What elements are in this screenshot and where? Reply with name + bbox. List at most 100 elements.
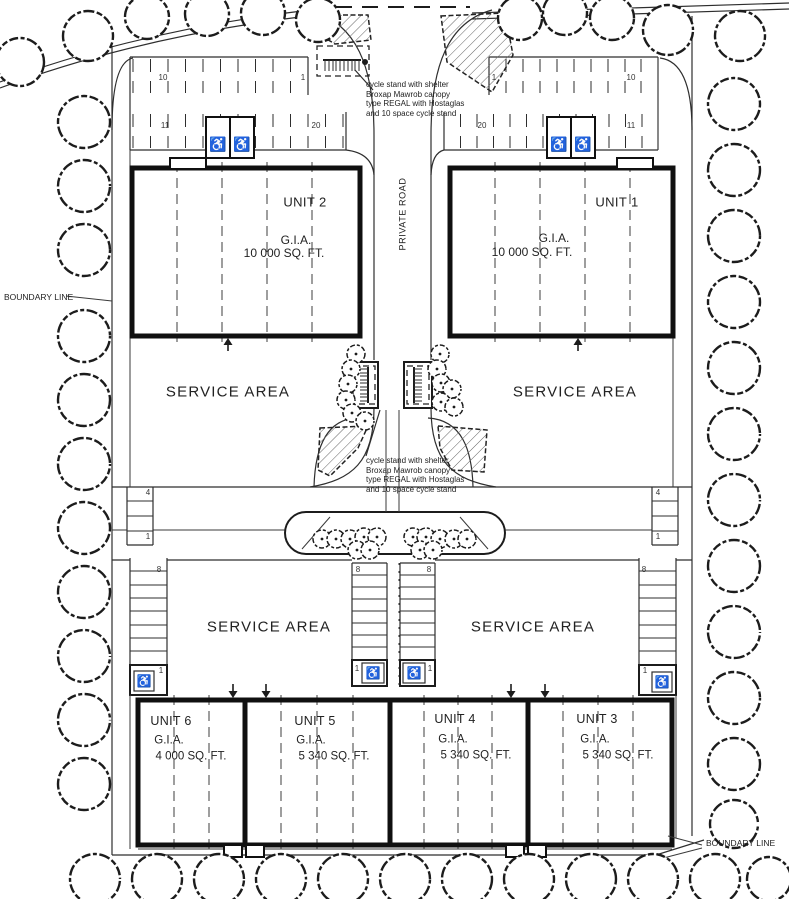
tree-icon <box>56 222 112 278</box>
tree-icon <box>706 736 762 792</box>
tree-icon <box>706 472 762 528</box>
unit1-name: UNIT 1 <box>595 194 639 210</box>
unit1-gia: G.I.A. <box>538 231 570 245</box>
shrub-center-dot <box>350 411 354 415</box>
shrub-center-dot <box>355 548 359 552</box>
tree-icon <box>706 406 762 462</box>
shrub-center-dot <box>362 535 366 539</box>
parking-lot-top-left <box>129 56 375 176</box>
bay-number: 1 <box>491 73 497 82</box>
tree-icon <box>641 3 695 57</box>
tree-icon <box>440 852 494 899</box>
tree-icon <box>713 9 767 63</box>
tree-icon <box>192 852 246 899</box>
unit4-area: 5 340 SQ. FT. <box>440 749 512 762</box>
leader-line <box>354 69 374 91</box>
parking-lot-top-right <box>430 56 659 176</box>
accessible-parking-icon: ♿ <box>406 666 422 680</box>
boundary-line-label-bottom: BOUNDARY LINE <box>706 838 776 848</box>
door-arrow-icon <box>223 338 583 698</box>
tree-icon <box>706 340 762 396</box>
parking-strip-left-4 <box>126 487 154 546</box>
leader-line <box>365 409 381 457</box>
tree-icon <box>239 0 287 37</box>
tree-icon <box>588 0 636 42</box>
tree-icon <box>56 158 112 214</box>
tree-icon <box>56 628 112 684</box>
tree-icon <box>56 436 112 492</box>
cycle-stand-middle <box>349 361 433 457</box>
tree-icon <box>61 9 115 63</box>
bay-number: 11 <box>160 121 170 130</box>
accessible-parking-icon: ♿ <box>550 136 568 152</box>
accessible-parking-icon: ♿ <box>233 136 251 152</box>
tree-icon <box>183 0 231 38</box>
unit5-gia: G.I.A. <box>296 734 326 747</box>
accessible-parking-icon: ♿ <box>209 136 227 152</box>
tree-icon <box>56 756 112 812</box>
shrub-planting <box>312 344 477 560</box>
tree-icon <box>502 852 556 899</box>
bay-number: 1 <box>354 664 360 673</box>
unit3-name: UNIT 3 <box>576 711 618 726</box>
accessible-parking-icon: ♿ <box>574 136 592 152</box>
tree-icon <box>706 208 762 264</box>
shrub-center-dot <box>348 537 352 541</box>
note-line: Broxap Mawrob canopy <box>366 89 451 99</box>
unit4-name: UNIT 4 <box>434 711 476 726</box>
service-area-edges <box>129 57 677 849</box>
tree-icon <box>378 852 432 899</box>
bay-number: 4 <box>655 488 661 497</box>
unit2-name: UNIT 2 <box>283 194 327 210</box>
shrub-center-dot <box>320 537 324 541</box>
shrub-center-dot <box>465 537 469 541</box>
service-area-label: SERVICE AREA <box>165 383 291 401</box>
bay-number: 1 <box>655 532 661 541</box>
shrub-center-dot <box>334 537 338 541</box>
shrub-center-dot <box>439 400 443 404</box>
accessible-parking-icon: ♿ <box>654 675 670 689</box>
bay-number: 10 <box>626 73 636 82</box>
tree-icon <box>56 372 112 428</box>
unit2-area: 10 000 SQ. FT. <box>243 246 325 260</box>
bay-number: 1 <box>642 666 648 675</box>
shrub-center-dot <box>431 548 435 552</box>
tree-icon <box>56 308 112 364</box>
unit6-name: UNIT 6 <box>150 713 192 728</box>
middle-road <box>112 410 692 690</box>
shrub-center-dot <box>450 387 454 391</box>
private-road-label: PRIVATE ROAD <box>397 177 408 251</box>
note-line: and 10 space cycle stand <box>366 484 457 494</box>
tree-icon <box>130 852 184 899</box>
bay-number: 1 <box>300 73 306 82</box>
bay-number: 4 <box>145 488 151 497</box>
bay-number: 10 <box>158 73 168 82</box>
shrub-center-dot <box>435 367 439 371</box>
bay-number: 8 <box>156 565 162 574</box>
tree-icon <box>294 0 342 44</box>
shrub-center-dot <box>354 352 358 356</box>
unit5-name: UNIT 5 <box>294 713 336 728</box>
accessible-bay-box <box>570 116 596 159</box>
shrub-center-dot <box>368 548 372 552</box>
boundary-line-label-left: BOUNDARY LINE <box>4 292 74 302</box>
tree-icon <box>56 500 112 556</box>
service-area-label: SERVICE AREA <box>206 618 332 636</box>
unit3-gia: G.I.A. <box>580 733 610 746</box>
accessible-parking-icon: ♿ <box>365 666 381 680</box>
tree-icon <box>745 855 789 899</box>
tree-icon <box>316 852 370 899</box>
tree-icon <box>56 94 112 150</box>
tree-icon <box>496 0 544 42</box>
unit4-gia: G.I.A. <box>438 733 468 746</box>
tree-icon <box>706 670 762 726</box>
cycle-stand-note-top: cycle stand with shelter Broxap Mawrob c… <box>366 80 464 118</box>
bay-number: 1 <box>427 664 433 673</box>
unit5-area: 5 340 SQ. FT. <box>298 750 370 763</box>
note-line: cycle stand with shelter <box>366 456 449 465</box>
bay-number: 20 <box>477 121 487 130</box>
shrub-center-dot <box>452 405 456 409</box>
tree-icon <box>626 852 680 899</box>
